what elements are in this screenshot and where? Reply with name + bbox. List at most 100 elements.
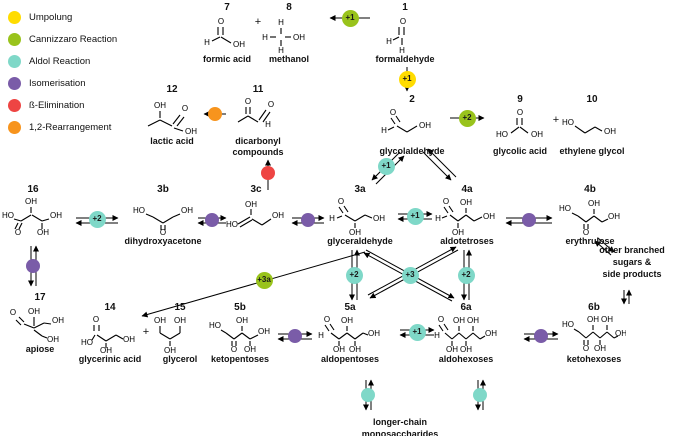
compound-number: 12 [166,84,178,95]
svg-text:O: O [324,315,330,324]
svg-text:OH: OH [460,198,472,207]
reaction-badge-aldol [473,388,487,402]
svg-text:OH: OH [368,329,380,338]
reaction-badge-aldol: +3 [401,266,419,284]
svg-text:OH: OH [333,345,345,354]
legend-label: Umpolung [29,11,73,23]
compound-name: glycerinic acid [78,354,142,364]
svg-text:OH: OH [154,316,166,325]
svg-text:OH: OH [373,214,385,223]
reaction-badge-beta_elimination [261,166,275,180]
compound-number: 4a [461,184,473,195]
svg-text:O: O [231,345,237,354]
compound-number: 17 [34,292,46,303]
legend-label: Aldol Reaction [29,55,91,67]
svg-text:O: O [10,308,16,317]
svg-text:O: O [15,228,21,236]
svg-text:O: O [268,100,274,109]
svg-text:OH: OH [244,345,256,354]
svg-text:OH: OH [25,197,37,206]
svg-text:OH: OH [258,327,270,336]
compound-name: erythrulose [565,236,615,246]
svg-text:OH: OH [594,344,606,353]
reaction-badge-rearrangement [208,107,222,121]
compound-number: 8 [286,2,292,13]
svg-text:OH: OH [233,40,245,49]
svg-text:H: H [435,214,441,223]
svg-text:OH: OH [164,346,176,354]
compound-name: lactic acid [150,136,194,146]
svg-text:H: H [204,38,210,47]
svg-text:HO: HO [562,320,574,329]
compound-name: glycolaldehyde [379,146,445,156]
svg-text:H: H [434,331,440,340]
svg-text:H: H [399,46,405,54]
compound-name: aldopentoses [320,354,379,364]
svg-text:O: O [443,197,449,206]
compound-number: 6a [460,302,472,313]
svg-text:O: O [93,315,99,324]
svg-text:H: H [386,37,392,46]
compound-number: 5a [344,302,356,313]
compound-name: glycolic acid [492,146,548,156]
svg-text:H: H [329,214,335,223]
svg-text:O: O [438,315,444,324]
compound-number: 4b [584,184,596,195]
compound-name: methanol [268,54,309,64]
svg-text:OH: OH [293,33,305,42]
svg-text:OH: OH [608,212,620,221]
svg-text:OH: OH [272,211,284,220]
beta_elimination-dot [8,98,21,112]
svg-text:OH: OH [588,199,600,208]
svg-text:OH: OH [615,329,626,338]
svg-text:OH: OH [485,329,497,338]
svg-text:H: H [278,46,284,54]
legend-label: Cannizzaro Reaction [29,33,118,45]
structure-drawing: O HH [386,17,406,54]
svg-text:H: H [265,120,271,129]
reaction-badge-isomerisation [534,329,548,343]
svg-text:O: O [245,97,251,106]
reaction-badge-isomerisation [301,213,315,227]
svg-text:OH: OH [47,335,59,344]
compound-number: 2 [409,94,415,105]
svg-text:O: O [400,17,406,26]
plus-sign: + [254,16,262,28]
compound-number: 3b [157,184,169,195]
umpolung-dot [8,10,21,24]
legend-item-rearrangement: 1,2-Rearrangement [8,116,117,138]
compound-name: aldotetroses [440,236,494,246]
compound-name: formaldehyde [375,54,435,64]
svg-text:HO: HO [562,118,574,127]
svg-text:OH: OH [28,307,40,316]
svg-text:OH: OH [52,316,64,325]
note-line: longer-chain monosaccharides [361,417,439,436]
svg-text:O: O [517,108,523,117]
rearrangement-dot [8,120,21,134]
legend-label: Isomerisation [29,77,86,89]
svg-text:O: O [583,344,589,353]
isomerisation-dot [8,76,21,90]
svg-text:OH: OH [453,316,465,325]
compound-name: glycerol [162,354,198,364]
note-line: other branched [599,245,665,255]
compound-number: 6b [588,302,600,313]
legend-item-aldol: Aldol Reaction [8,50,117,72]
